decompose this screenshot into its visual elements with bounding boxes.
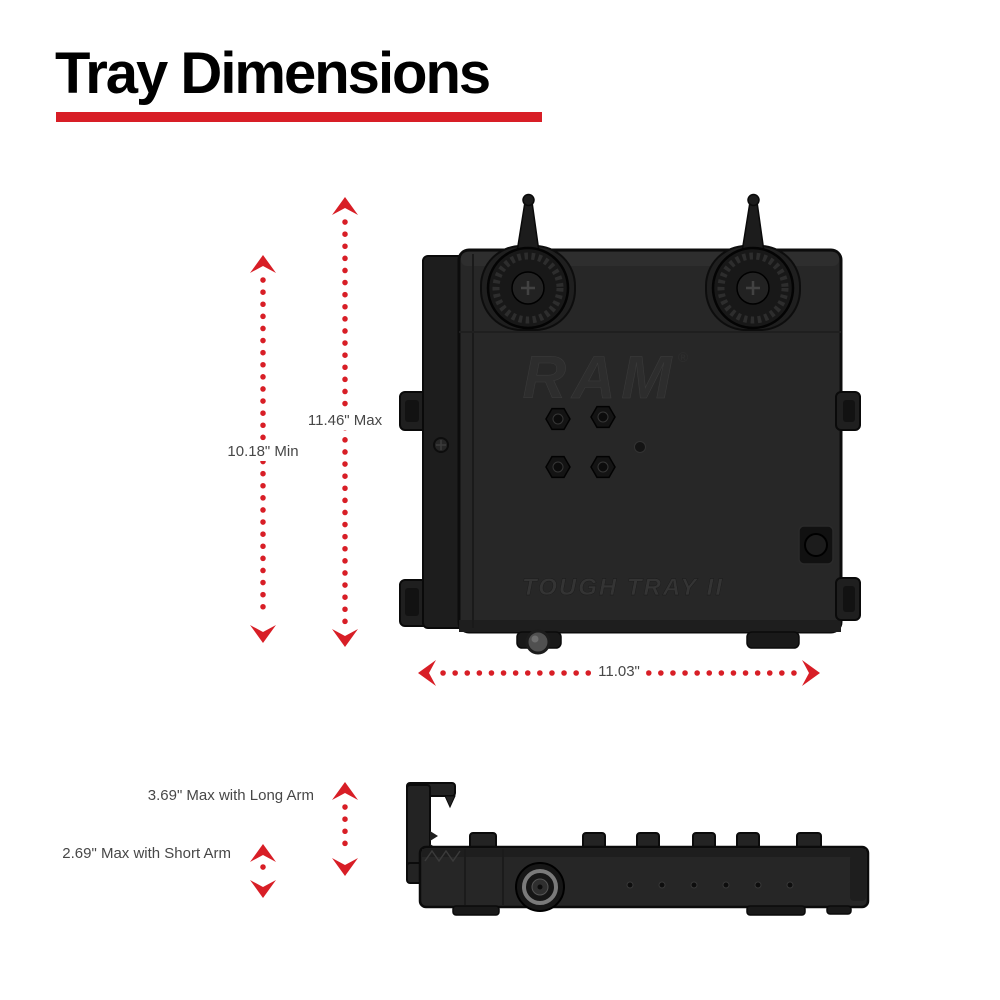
model-embossed: TOUGH TRAY II bbox=[522, 574, 724, 601]
arrowhead-up-icon bbox=[250, 255, 276, 273]
arrowhead-down-icon bbox=[250, 625, 276, 643]
page-title: Tray Dimensions bbox=[55, 41, 491, 106]
clamp-arm-left-tip bbox=[522, 193, 535, 207]
arrowhead-down-icon bbox=[332, 629, 358, 647]
side-foot bbox=[826, 905, 852, 915]
title-underline bbox=[56, 112, 542, 122]
left-latch-top-slot bbox=[405, 400, 419, 422]
tray-bottom-edge bbox=[459, 620, 841, 632]
base-holes bbox=[626, 881, 794, 889]
height-min-label: 10.18" Min bbox=[221, 443, 305, 461]
width-dimension-arrow bbox=[418, 660, 820, 686]
clamp-arm-left bbox=[516, 201, 540, 253]
arrowhead-down-icon bbox=[250, 880, 276, 898]
tray-side-view bbox=[406, 782, 870, 916]
mounting-bolts bbox=[545, 405, 646, 479]
left-latch-bottom-slot bbox=[405, 588, 419, 616]
brand-registered-mark: ® bbox=[678, 349, 689, 365]
arrowhead-down-icon bbox=[332, 858, 358, 876]
short-arm-label: 2.69" Max with Short Arm bbox=[56, 845, 237, 863]
tray-top-view: RAM ® TOUGH TRAY II bbox=[399, 193, 861, 655]
clamp-knob-left bbox=[486, 246, 570, 330]
side-port bbox=[798, 525, 834, 565]
width-label: 11.03" bbox=[592, 663, 646, 681]
long-arm-label: 3.69" Max with Long Arm bbox=[141, 787, 320, 805]
rack-teeth bbox=[424, 849, 461, 863]
bottom-knob bbox=[525, 629, 551, 655]
arrowhead-left-icon bbox=[418, 660, 436, 686]
arrowhead-up-icon bbox=[332, 197, 358, 215]
long-arm-dimension-arrow bbox=[332, 782, 358, 876]
height-max-label: 11.46" Max bbox=[301, 412, 389, 430]
side-foot bbox=[452, 905, 500, 916]
side-foot bbox=[746, 905, 806, 916]
height-max-dimension-arrow bbox=[332, 197, 358, 647]
brand-embossed: RAM bbox=[523, 344, 678, 411]
clamp-knob-right bbox=[711, 246, 795, 330]
side-base bbox=[418, 832, 870, 916]
clamp-arm-right bbox=[741, 201, 765, 253]
foot-right bbox=[746, 631, 800, 649]
arrowhead-up-icon bbox=[250, 844, 276, 862]
center-hole bbox=[634, 441, 646, 453]
side-knob bbox=[515, 862, 565, 912]
arrowhead-up-icon bbox=[332, 782, 358, 800]
arrowhead-right-icon bbox=[802, 660, 820, 686]
short-arm-dimension-arrow bbox=[250, 844, 276, 898]
clamp-arm-right-tip bbox=[747, 193, 760, 207]
